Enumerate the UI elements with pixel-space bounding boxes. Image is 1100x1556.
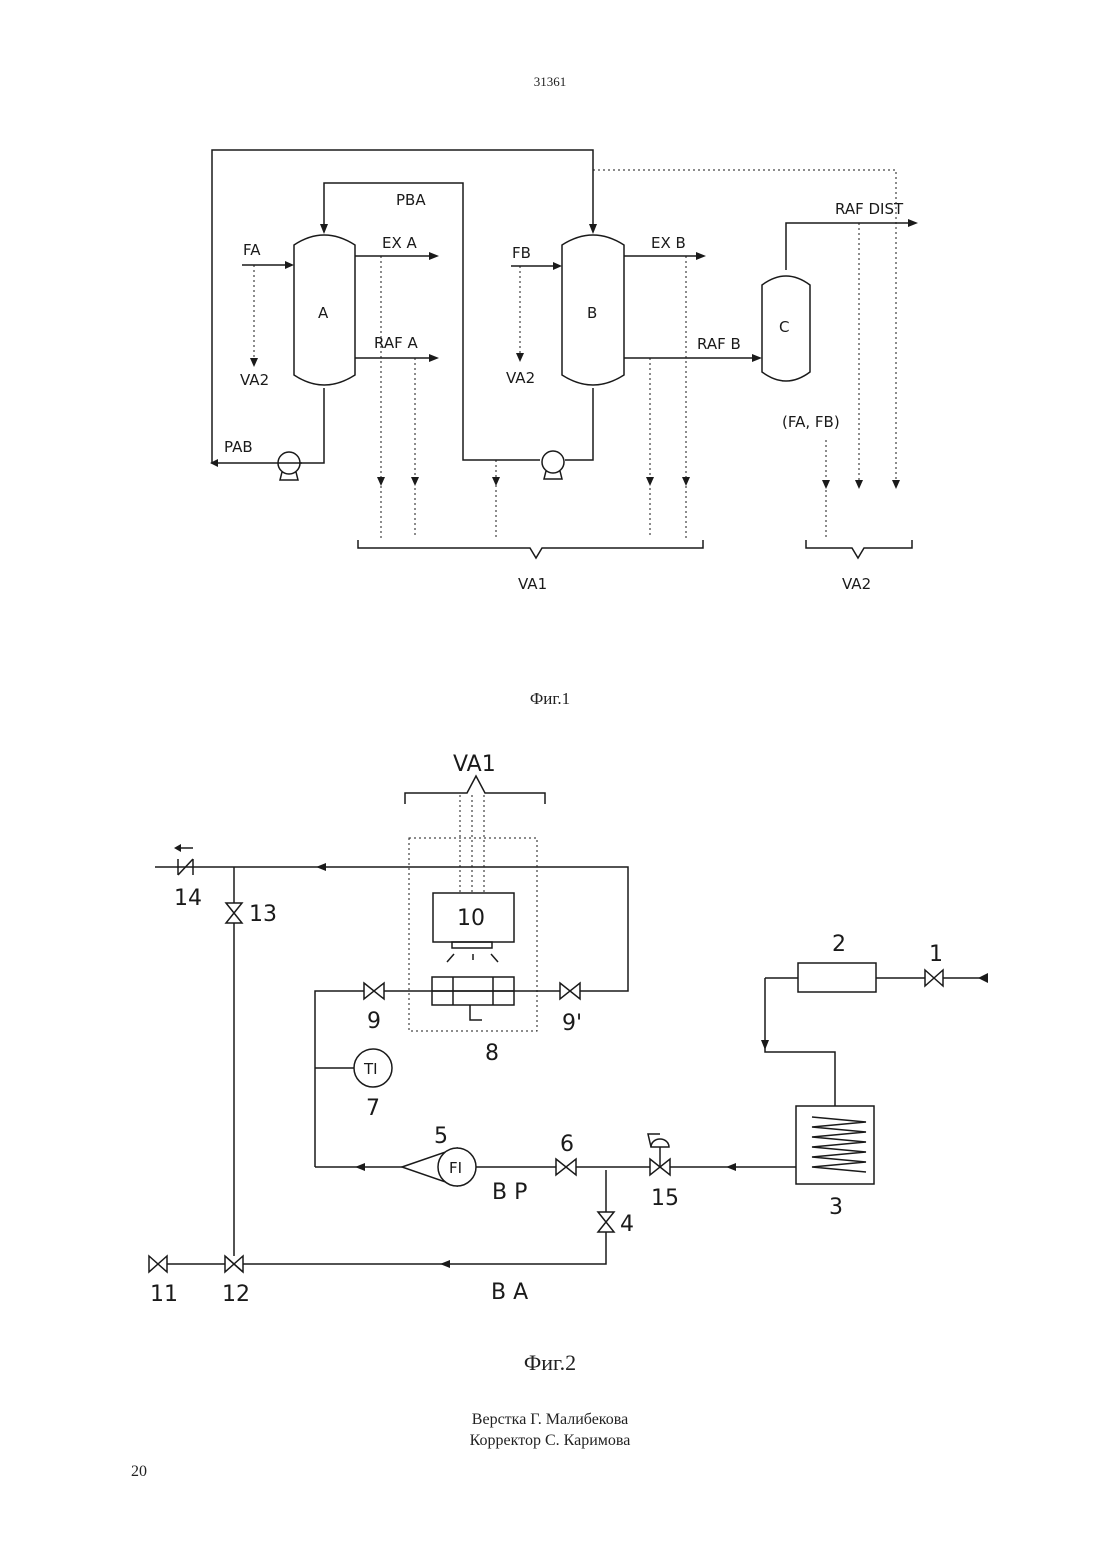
va2-mid-label: VA2 — [506, 369, 535, 387]
valve-6 — [556, 1159, 576, 1175]
valve-13 — [226, 903, 242, 923]
fa-label: FA — [243, 241, 261, 259]
label-10: 10 — [457, 906, 485, 931]
recycle-line-pba — [324, 183, 540, 460]
figure-1-caption: Фиг.1 — [0, 689, 1100, 709]
label-4: 4 — [620, 1212, 634, 1237]
label-7: 7 — [366, 1096, 380, 1121]
valve-9-prime — [560, 983, 580, 999]
fa-fb-label: (FA, FB) — [782, 413, 840, 431]
valve-1 — [925, 970, 943, 986]
valve-11 — [149, 1256, 167, 1272]
pump-b — [542, 451, 564, 473]
label-1: 1 — [929, 942, 943, 967]
raf-b-label: RAF B — [697, 335, 741, 353]
bp-label: B P — [492, 1180, 527, 1205]
label-12: 12 — [222, 1282, 250, 1307]
label-3: 3 — [829, 1195, 843, 1220]
va1-label: VA1 — [518, 575, 547, 593]
va2-brace — [806, 540, 912, 558]
corrector-credit: Корректор С. Каримова — [0, 1430, 1100, 1451]
vessel-c-label: C — [779, 318, 789, 336]
label-2: 2 — [832, 932, 846, 957]
va2-left-label: VA2 — [240, 371, 269, 389]
figure-1-flow-diagram: A B C PBA PAB FA VA2 — [0, 0, 1100, 680]
label-15: 15 — [651, 1186, 679, 1211]
ti-label: TI — [363, 1060, 378, 1078]
page-number: 20 — [131, 1463, 147, 1481]
label-5: 5 — [434, 1124, 448, 1149]
va2-right-label: VA2 — [842, 575, 871, 593]
label-9: 9 — [367, 1009, 381, 1034]
fi-label: FI — [449, 1159, 462, 1177]
raf-dist-label: RAF DIST — [835, 200, 904, 218]
label-13: 13 — [249, 902, 277, 927]
fig2-va1-label: VA1 — [453, 752, 496, 777]
valve-9 — [364, 983, 384, 999]
pab-label: PAB — [224, 438, 253, 456]
ba-label: B A — [491, 1280, 528, 1305]
label-9-prime: 9' — [562, 1011, 582, 1036]
layout-credit: Верстка Г. Малибекова — [0, 1409, 1100, 1430]
valve-4 — [598, 1212, 614, 1232]
ex-b-label: EX B — [651, 234, 686, 252]
label-11: 11 — [150, 1282, 178, 1307]
figure-2-caption: Фиг.2 — [0, 1350, 1100, 1376]
filter-2 — [798, 963, 876, 992]
fb-label: FB — [512, 244, 531, 262]
label-8: 8 — [485, 1041, 499, 1066]
fig2-va1-brace — [405, 776, 545, 804]
vessel-b-label: B — [587, 304, 597, 322]
pba-label: PBA — [396, 191, 426, 209]
figure-2-flow-diagram: VA1 10 8 9 9' — [0, 740, 1100, 1340]
label-14: 14 — [174, 886, 202, 911]
ex-a-label: EX A — [382, 234, 418, 252]
label-6: 6 — [560, 1132, 574, 1157]
vessel-a-label: A — [318, 304, 329, 322]
va1-brace — [358, 540, 703, 558]
credits: Верстка Г. Малибекова Корректор С. Карим… — [0, 1409, 1100, 1451]
